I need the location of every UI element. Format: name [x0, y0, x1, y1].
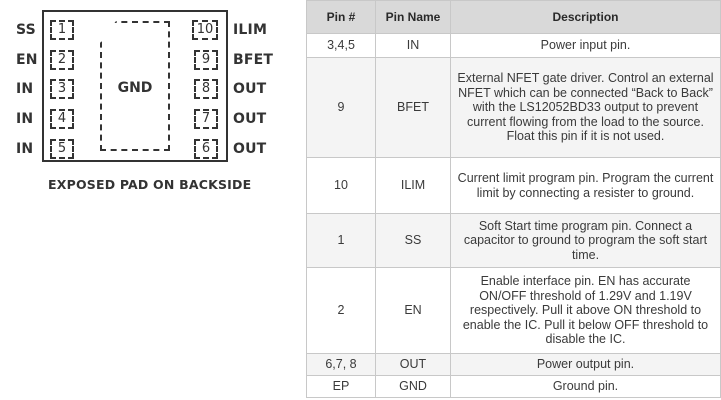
cell-description: Soft Start time program pin. Connect a c…	[450, 213, 721, 268]
package-diagram: GND SS 1 EN 2 IN 3 IN 4 IN 5 10 ILIM 9 B…	[0, 0, 300, 200]
cell-pin-number: 9	[306, 57, 376, 158]
cell-pin-name: IN	[375, 33, 451, 58]
cell-pin-name: BFET	[375, 57, 451, 158]
pin-label-out-7: OUT	[233, 111, 267, 127]
cell-pin-number: 6,7, 8	[306, 353, 376, 376]
pin-number-5: 5	[50, 139, 74, 159]
table-row: 1 SS Soft Start time program pin. Connec…	[306, 213, 721, 268]
cell-pin-name: OUT	[375, 353, 451, 376]
diagram-caption: EXPOSED PAD ON BACKSIDE	[48, 177, 252, 192]
header-pin-name: Pin Name	[375, 0, 451, 34]
cell-description: Enable interface pin. EN has accurate ON…	[450, 267, 721, 354]
table-row: 3,4,5 IN Power input pin.	[306, 33, 721, 58]
cell-description: Power input pin.	[450, 33, 721, 58]
pin-number-4: 4	[50, 109, 74, 129]
cell-description: Power output pin.	[450, 353, 721, 376]
table-row: 9 BFET External NFET gate driver. Contro…	[306, 57, 721, 158]
cell-pin-number: 3,4,5	[306, 33, 376, 58]
cell-pin-number: 1	[306, 213, 376, 268]
cell-pin-name: GND	[375, 375, 451, 398]
cell-pin-name: EN	[375, 267, 451, 354]
pin-number-1: 1	[50, 20, 74, 40]
pin-label-ilim: ILIM	[233, 22, 268, 38]
cell-pin-number: 10	[306, 157, 376, 214]
pin-number-7: 7	[194, 109, 218, 129]
pin-label-in-3: IN	[16, 81, 34, 97]
table-header-row: Pin # Pin Name Description	[306, 0, 721, 34]
pin-description-table: Pin # Pin Name Description 3,4,5 IN Powe…	[306, 0, 721, 398]
header-pin-number: Pin #	[306, 0, 376, 34]
pin-number-3: 3	[50, 79, 74, 99]
pin-label-out-6: OUT	[233, 141, 267, 157]
exposed-pad	[100, 21, 170, 151]
cell-pin-number: EP	[306, 375, 376, 398]
pin-number-9: 9	[194, 50, 218, 70]
table-row: EP GND Ground pin.	[306, 375, 721, 398]
cell-pin-name: ILIM	[375, 157, 451, 214]
table-row: 2 EN Enable interface pin. EN has accura…	[306, 267, 721, 354]
pin-label-in-5: IN	[16, 141, 34, 157]
cell-pin-number: 2	[306, 267, 376, 354]
pin-number-10: 10	[192, 20, 218, 40]
header-description: Description	[450, 0, 721, 34]
pad-label: GND	[117, 80, 153, 96]
pin-label-bfet: BFET	[233, 52, 274, 68]
table-row: 10 ILIM Current limit program pin. Progr…	[306, 157, 721, 214]
pin-label-out-8: OUT	[233, 81, 267, 97]
pin-label-ss: SS	[16, 22, 36, 38]
cell-description: Ground pin.	[450, 375, 721, 398]
table-row: 6,7, 8 OUT Power output pin.	[306, 353, 721, 376]
pin-label-en: EN	[16, 52, 38, 68]
cell-pin-name: SS	[375, 213, 451, 268]
pin-number-6: 6	[194, 139, 218, 159]
package-outline	[42, 10, 228, 162]
cell-description: Current limit program pin. Program the c…	[450, 157, 721, 214]
cell-description: External NFET gate driver. Control an ex…	[450, 57, 721, 158]
pin-label-in-4: IN	[16, 111, 34, 127]
pin-number-8: 8	[194, 79, 218, 99]
pin-number-2: 2	[50, 50, 74, 70]
